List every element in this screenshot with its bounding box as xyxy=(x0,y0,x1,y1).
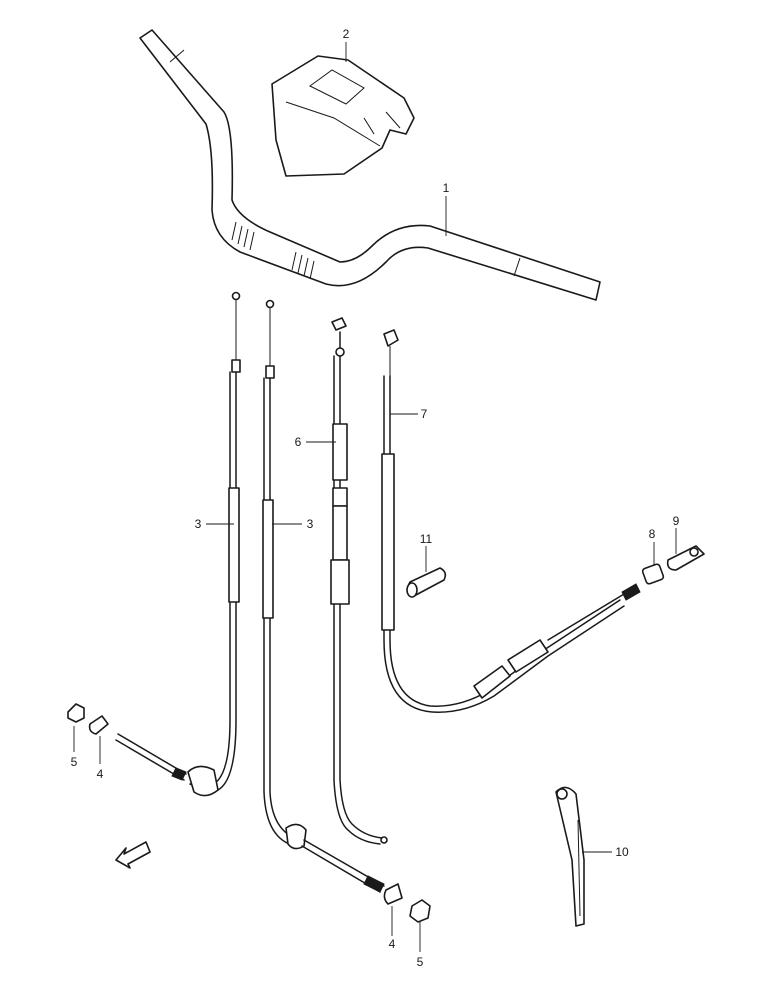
callout-5-right: 5 xyxy=(417,955,424,969)
cable-6[interactable] xyxy=(330,317,388,845)
locknut-part-5-right[interactable] xyxy=(409,899,431,923)
front-arrow-icon xyxy=(115,841,151,869)
cable-right[interactable] xyxy=(262,299,385,893)
sleeve-part-4-left[interactable] xyxy=(88,715,109,735)
callout-3-left: 3 xyxy=(195,517,202,531)
callout-2: 2 xyxy=(343,27,350,41)
adjuster-part-8[interactable] xyxy=(641,563,665,585)
callout-6: 6 xyxy=(295,435,302,449)
handlebar-cover[interactable] xyxy=(271,55,415,177)
callout-10: 10 xyxy=(615,845,629,859)
callout-11: 11 xyxy=(420,532,433,546)
locknut-part-5-left[interactable] xyxy=(67,703,85,723)
callout-5-left: 5 xyxy=(71,755,78,769)
callout-4-right: 4 xyxy=(389,937,396,951)
cable-7[interactable] xyxy=(381,329,641,713)
cable-clamp-band[interactable] xyxy=(555,786,585,927)
handlebar[interactable] xyxy=(139,29,601,301)
leader-lines xyxy=(73,42,677,952)
callout-3-right: 3 xyxy=(307,517,314,531)
sleeve-part-4-right[interactable] xyxy=(383,883,403,905)
adjuster-part-9[interactable] xyxy=(666,545,705,571)
cable-left[interactable] xyxy=(115,291,241,797)
callouts: 1 2 3 3 4 4 5 5 6 7 8 9 10 11 xyxy=(71,27,680,969)
callout-8: 8 xyxy=(649,527,656,541)
sleeve-part-11[interactable] xyxy=(406,567,447,598)
callout-7: 7 xyxy=(421,407,428,421)
callout-9: 9 xyxy=(673,514,680,528)
callout-1: 1 xyxy=(443,181,450,195)
callout-4-left: 4 xyxy=(97,767,104,781)
